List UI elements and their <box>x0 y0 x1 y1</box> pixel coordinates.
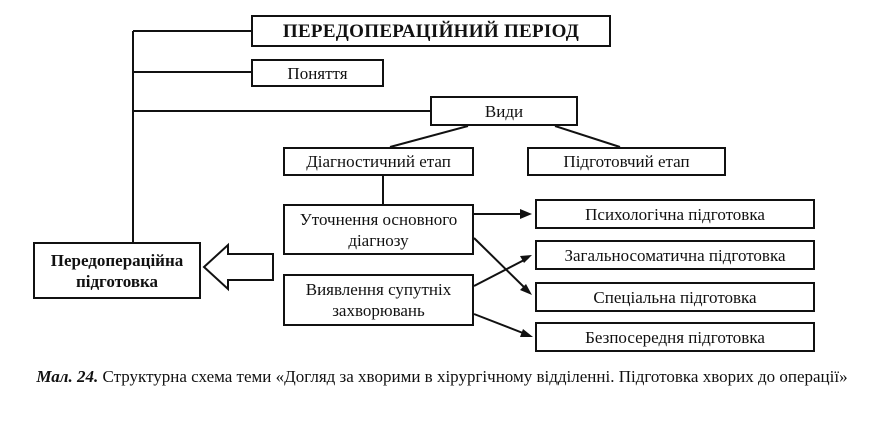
clarify-to-special <box>473 237 529 292</box>
arrowhead-immediate <box>520 329 533 337</box>
types-to-diagnostic <box>389 125 469 148</box>
arrowhead-psych <box>520 209 532 219</box>
concept-text: Поняття <box>287 63 348 83</box>
clarify-diagnosis-box: Уточнення основного діагнозу <box>283 204 474 255</box>
psych-prep-box: Психологічна підготовка <box>535 199 815 229</box>
arrowhead-somatic <box>520 255 532 263</box>
title-box: ПЕРЕДОПЕРАЦІЙНИЙ ПЕРІОД <box>251 15 611 47</box>
preparatory-stage-box: Підготовчий етап <box>527 147 726 176</box>
detect-to-immediate <box>473 313 529 336</box>
preparatory-stage-text: Підготовчий етап <box>563 152 690 171</box>
title-text: ПЕРЕДОПЕРАЦІЙНИЙ ПЕРІОД <box>282 20 580 42</box>
preop-preparation-box: Передопераційна підготовка <box>33 242 201 299</box>
immediate-prep-text: Безпосередня підготовка <box>585 327 765 347</box>
figure-caption: Мал. 24. Структурна схема теми «Догляд з… <box>22 366 862 388</box>
detect-to-somatic <box>473 257 529 287</box>
preop-preparation-text: Передопераційна підготовка <box>50 250 184 291</box>
clarify-diagnosis-text: Уточнення основного діагнозу <box>299 209 458 250</box>
diagnostic-stage-text: Діагностичний етап <box>306 152 451 171</box>
concept-box: Поняття <box>251 59 384 87</box>
general-somatic-prep-text: Загальносоматична підготовка <box>564 245 786 265</box>
caption-label: Мал. 24. <box>36 367 99 386</box>
detect-comorbidities-box: Виявлення супутніх захворювань <box>283 274 474 326</box>
arrowhead-special <box>520 284 532 295</box>
types-to-preparatory <box>554 125 621 148</box>
detect-comorbidities-text: Виявлення супутніх захворювань <box>305 280 452 320</box>
hollow-left-arrow <box>202 242 274 292</box>
special-prep-text: Спеціальна підготовка <box>593 287 757 307</box>
general-somatic-prep-box: Загальносоматична підготовка <box>535 240 815 270</box>
psych-prep-text: Психологічна підготовка <box>585 204 765 224</box>
special-prep-box: Спеціальна підготовка <box>535 282 815 312</box>
caption-text: Структурна схема теми «Догляд за хворими… <box>102 367 848 386</box>
types-box: Види <box>430 96 578 126</box>
diagnostic-stage-box: Діагностичний етап <box>283 147 474 176</box>
immediate-prep-box: Безпосередня підготовка <box>535 322 815 352</box>
types-text: Види <box>484 101 524 121</box>
